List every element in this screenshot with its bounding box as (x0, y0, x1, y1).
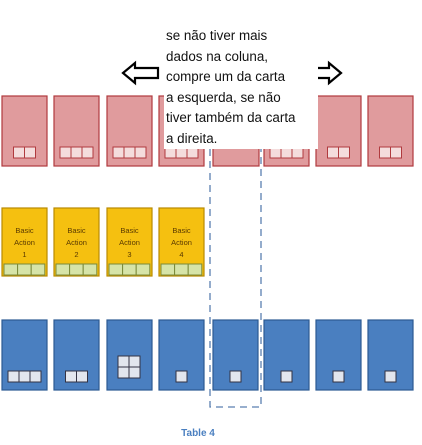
action-card-slot (108, 263, 124, 276)
action-card-slot (69, 263, 84, 276)
action-card-slot (82, 263, 98, 276)
action-card-text: 2 (74, 250, 78, 259)
action-card-slot (187, 263, 203, 276)
blue-card (106, 319, 153, 391)
red-card-slot (24, 146, 36, 159)
blue-card-slot (280, 370, 293, 383)
blue-card-slot (384, 370, 397, 383)
blue-card-slot (7, 370, 20, 383)
blue-card-slot (128, 366, 141, 379)
action-card-slot (30, 263, 46, 276)
arrow-left-icon (121, 60, 160, 86)
blue-card-slot (128, 355, 141, 368)
red-card-slot (59, 146, 72, 159)
red-card-slot (112, 146, 125, 159)
red-card-slot (390, 146, 402, 159)
red-card-slot (338, 146, 350, 159)
red-card-slot (81, 146, 94, 159)
action-card-slot (55, 263, 71, 276)
blue-card-slot (18, 370, 31, 383)
action-card-text: 3 (127, 250, 131, 259)
action-card-text: 1 (22, 250, 26, 259)
red-card-slot (70, 146, 83, 159)
blue-card-slot (332, 370, 345, 383)
action-card-slot (17, 263, 32, 276)
blue-card-slot (229, 370, 242, 383)
action-card-text: Basic (67, 226, 86, 235)
instruction-note: se não tiver mais dados na coluna, compr… (164, 26, 318, 149)
red-card-slot (379, 146, 391, 159)
action-card-text: 4 (179, 250, 183, 259)
action-card-text: Basic (120, 226, 139, 235)
red-card-slot (13, 146, 25, 159)
action-card-slot (3, 263, 19, 276)
red-card-slot (134, 146, 147, 159)
blue-card-slot (117, 366, 130, 379)
action-card-text: Action (14, 238, 35, 247)
action-card-slot (122, 263, 137, 276)
action-card-text: Basic (172, 226, 191, 235)
action-card-slot (160, 263, 176, 276)
blue-card-slot (117, 355, 130, 368)
action-card-slot (135, 263, 151, 276)
blue-card-slot (76, 370, 88, 383)
action-card-text: Action (66, 238, 87, 247)
blue-card-slot (175, 370, 188, 383)
action-card-slot (174, 263, 189, 276)
red-card-slot (123, 146, 136, 159)
blue-card-slot (65, 370, 77, 383)
blue-card-slot (29, 370, 42, 383)
action-card-text: Action (171, 238, 192, 247)
action-card-text: Basic (15, 226, 34, 235)
action-card-text: Action (119, 238, 140, 247)
red-card-slot (327, 146, 339, 159)
table-caption: Table 4 (181, 428, 215, 439)
